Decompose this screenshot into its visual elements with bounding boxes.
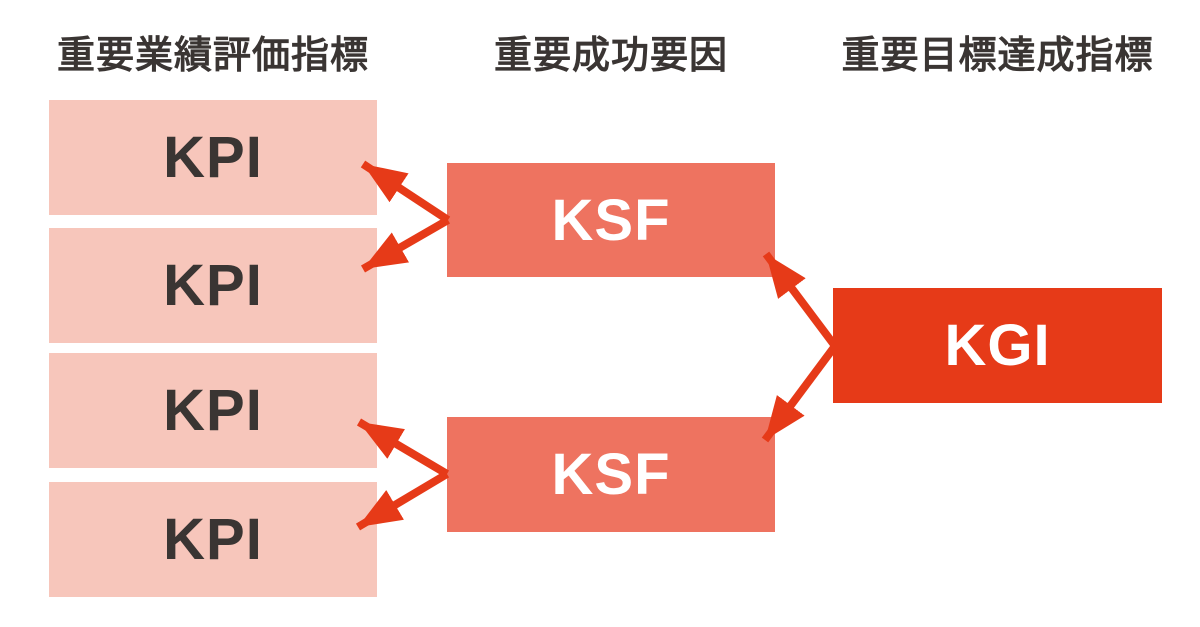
kpi-box-4: KPI (49, 482, 377, 597)
kpi-box-1-label: KPI (163, 125, 263, 190)
arrow-kgi-to-ksf2 (761, 343, 839, 443)
kpi-box-2: KPI (49, 228, 377, 343)
ksf-box-2-label: KSF (551, 442, 671, 507)
ksf-box-2: KSF (447, 417, 775, 532)
kpi-box-3: KPI (49, 353, 377, 468)
kpi-box-3-label: KPI (163, 378, 263, 443)
kgi-box-label: KGI (944, 313, 1051, 378)
kpi-box-1: KPI (49, 100, 377, 215)
kpi-box-4-label: KPI (163, 507, 263, 572)
column-header-ksf: 重要成功要因 (493, 34, 728, 77)
kgi-box: KGI (833, 288, 1162, 403)
arrow-kgi-to-ksf1 (762, 251, 839, 349)
column-header-kpi: 重要業績評価指標 (56, 34, 369, 77)
ksf-box-1-label: KSF (551, 187, 671, 253)
column-header-kgi: 重要目標達成指標 (841, 34, 1154, 77)
kpi-box-2-label: KPI (163, 253, 263, 318)
ksf-box-1: KSF (447, 163, 775, 277)
